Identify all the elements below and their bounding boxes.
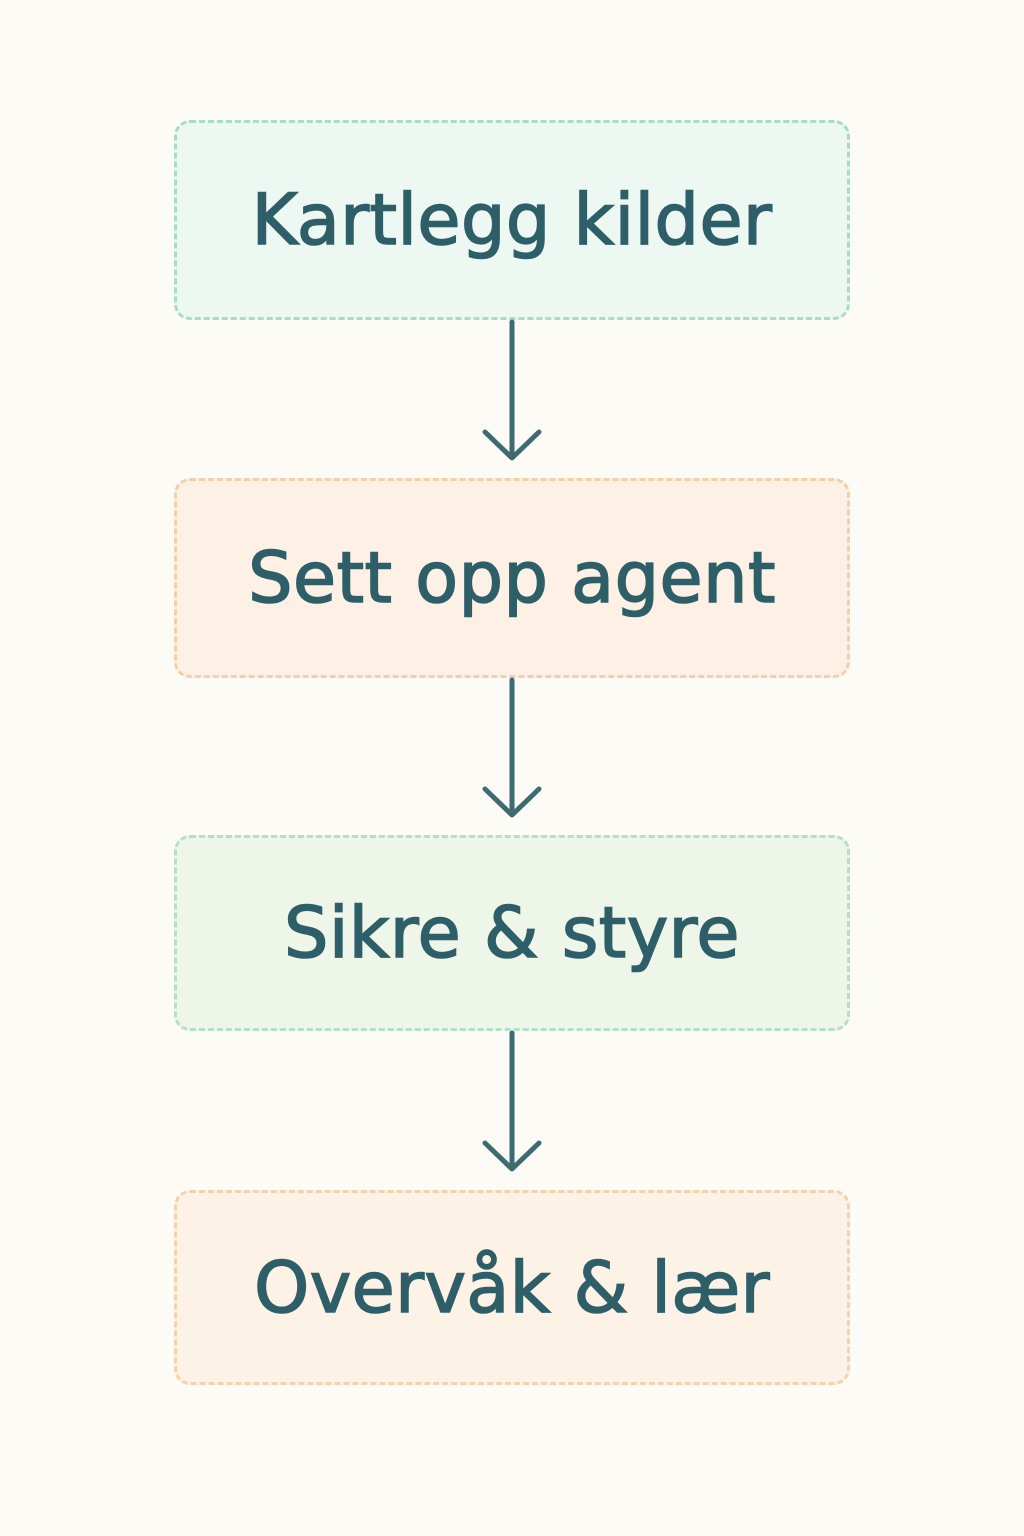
step-box-sikre-og-styre: Sikre & styre <box>174 835 850 1031</box>
arrow-down-icon <box>482 1030 542 1172</box>
step-label: Sett opp agent <box>247 536 776 620</box>
step-box-kartlegg-kilder: Kartlegg kilder <box>174 120 850 320</box>
arrow-down-icon <box>482 319 542 461</box>
step-box-sett-opp-agent: Sett opp agent <box>174 478 850 678</box>
step-box-overvak-og-laer: Overvåk & lær <box>174 1190 850 1385</box>
arrow-down-icon <box>482 677 542 818</box>
step-label: Sikre & styre <box>283 891 740 975</box>
step-label: Kartlegg kilder <box>251 178 773 262</box>
step-label: Overvåk & lær <box>253 1246 770 1330</box>
